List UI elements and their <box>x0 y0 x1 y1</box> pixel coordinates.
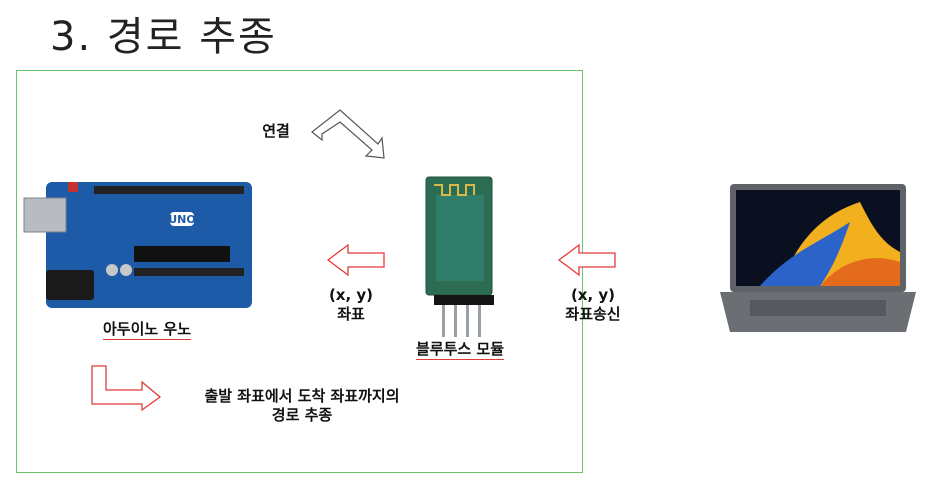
arduino-label-wrap: 아두이노 우노 <box>82 320 212 340</box>
connect-label: 연결 <box>262 122 290 140</box>
connect-arrow-icon <box>311 109 385 159</box>
coord-left-line1: (x, y) <box>328 286 374 304</box>
coord-right-line1: (x, y) <box>570 286 616 304</box>
bluetooth-label-wrap: 블루투스 모듈 <box>390 340 530 360</box>
bluetooth-label: 블루투스 모듈 <box>415 340 505 360</box>
arduino-uno-board: UNO <box>23 182 252 308</box>
coord-left-line2: 좌표 <box>337 305 365 323</box>
bluetooth-module <box>425 176 494 337</box>
path-follow-line1: 출발 좌표에서 도착 좌표까지의 <box>204 387 400 405</box>
arduino-label: 아두이노 우노 <box>102 320 192 340</box>
diagram-frame <box>16 70 583 473</box>
path-follow-arrow-icon <box>91 365 162 412</box>
page-title: 3. 경로 추종 <box>50 14 277 60</box>
laptop-image <box>720 184 916 332</box>
coord-right-line2: 좌표송신 <box>565 305 621 323</box>
right-red-arrow-icon <box>557 243 616 277</box>
left-red-arrow-icon <box>326 243 385 277</box>
uno-logo-text: UNO <box>168 213 196 226</box>
path-follow-line2: 경로 추종 <box>271 406 333 424</box>
